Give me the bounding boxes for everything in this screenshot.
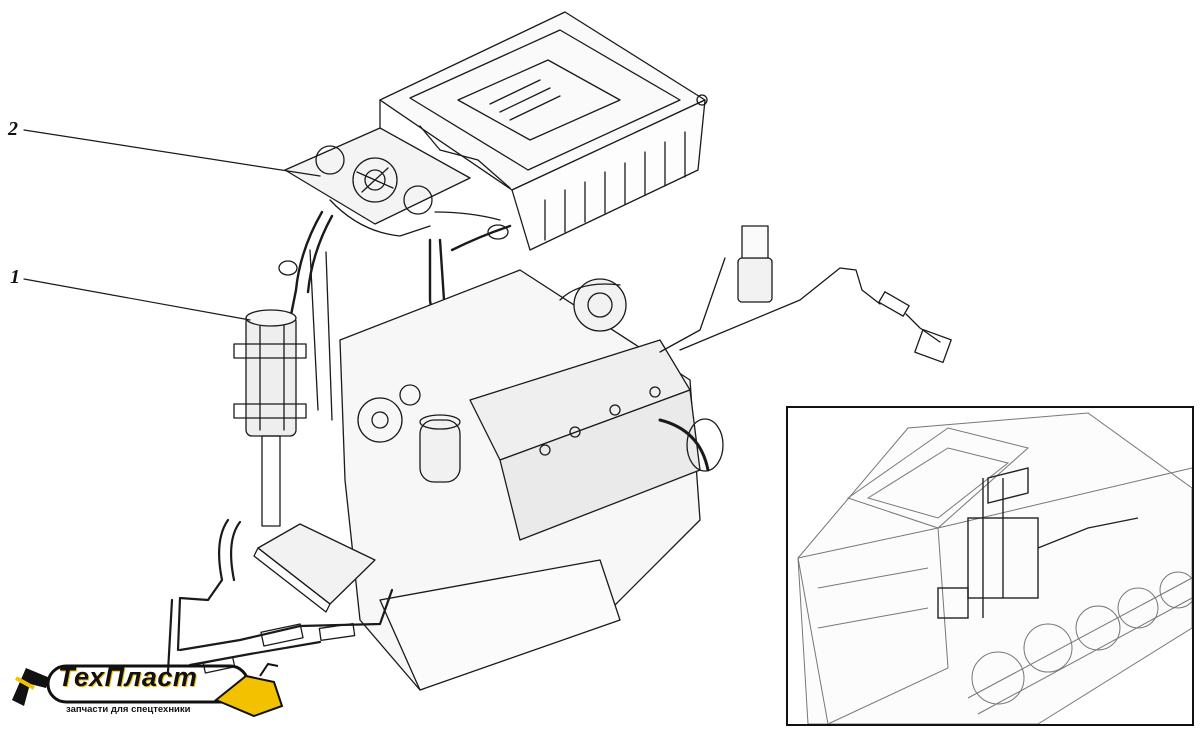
heater-unit bbox=[284, 11, 708, 251]
engine-block bbox=[339, 269, 724, 691]
vehicle-sketch bbox=[797, 412, 1192, 724]
callout-label-1: 1 bbox=[10, 266, 20, 288]
brand-logo: ТехПласт запчасти для спецтехники bbox=[6, 656, 296, 728]
vehicle-inset-view bbox=[786, 406, 1194, 726]
callout-label-2: 2 bbox=[8, 118, 18, 140]
fuel-line bbox=[659, 225, 952, 364]
callout-leader-2 bbox=[23, 129, 321, 177]
coolant-filter bbox=[233, 309, 307, 527]
callout-leader-1 bbox=[23, 278, 251, 321]
lower-heat-exchanger bbox=[166, 518, 394, 674]
logo-title: ТехПласт bbox=[58, 662, 198, 692]
logo-subtitle: запчасти для спецтехники bbox=[64, 704, 193, 715]
excavator-logo-icon bbox=[12, 662, 284, 718]
